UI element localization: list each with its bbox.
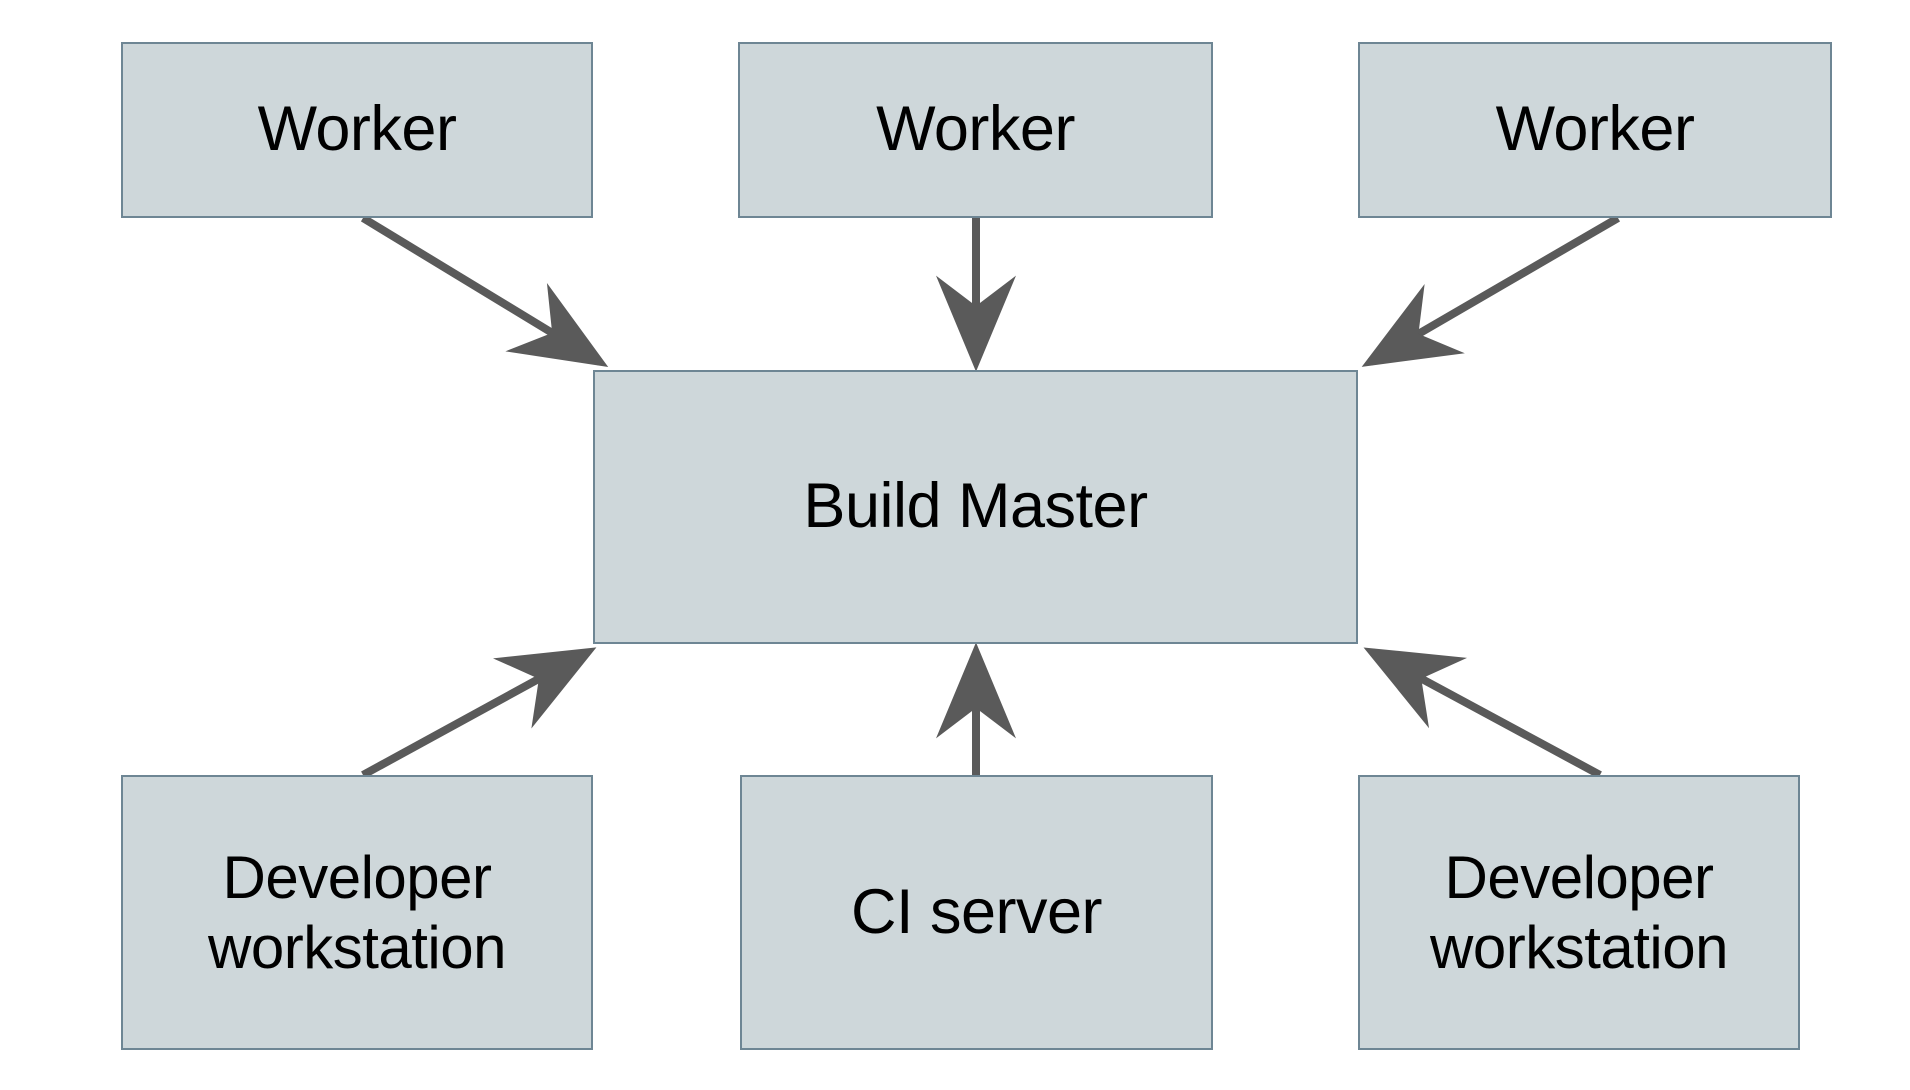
edge-worker-left-to-build-master [360, 214, 609, 367]
node-label: Worker [876, 94, 1075, 165]
node-developer-workstation-right[interactable]: Developer workstation [1358, 775, 1800, 1050]
edge-dev-left-to-build-master [361, 647, 597, 779]
node-worker-right[interactable]: Worker [1358, 42, 1832, 218]
node-label: Worker [257, 94, 457, 165]
node-label: Developer workstation [1430, 843, 1728, 981]
node-worker-left[interactable]: Worker [121, 42, 593, 218]
edge-worker-right-to-build-master [1361, 214, 1621, 367]
node-ci-server[interactable]: CI server [740, 775, 1213, 1050]
edge-dev-right-to-build-master [1363, 647, 1602, 779]
node-label: CI server [850, 876, 1103, 947]
node-label: Developer workstation [208, 843, 506, 981]
node-label: Worker [1495, 94, 1695, 165]
node-label: Build Master [803, 471, 1148, 542]
node-build-master[interactable]: Build Master [593, 370, 1358, 644]
node-developer-workstation-left[interactable]: Developer workstation [121, 775, 593, 1050]
node-worker-center[interactable]: Worker [738, 42, 1213, 218]
